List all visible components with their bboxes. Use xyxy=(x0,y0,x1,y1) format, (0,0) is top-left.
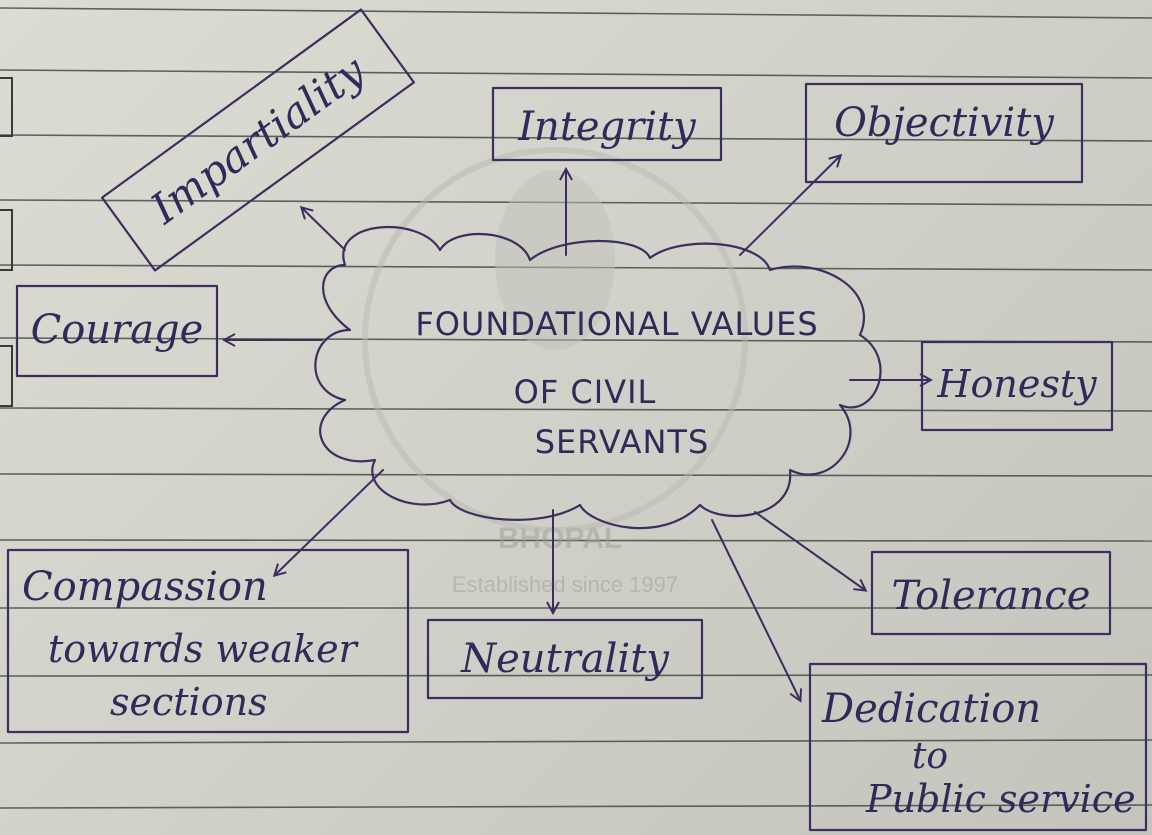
arrow-to-compassion xyxy=(275,469,384,575)
node-neutrality: Neutrality xyxy=(426,618,704,700)
watermark-established: Established since 1997 xyxy=(452,572,678,597)
honesty-label: Honesty xyxy=(936,362,1097,406)
node-impartiality: Impartiality xyxy=(101,8,415,272)
watermark-name: BHOPAL xyxy=(498,522,622,555)
tolerance-label: Tolerance xyxy=(892,573,1091,619)
central-cloud xyxy=(314,225,882,530)
node-honesty: Honesty xyxy=(920,340,1114,432)
central-topic-line-3: SERVANTS xyxy=(535,423,710,461)
node-courage: Courage xyxy=(15,284,219,378)
impartiality-label: Impartiality xyxy=(141,45,375,234)
margin-marks xyxy=(0,77,13,407)
dedication-line-1: Dedication xyxy=(821,686,1041,732)
honesty-box xyxy=(920,340,1114,432)
watermark-seal xyxy=(362,147,748,533)
neutrality-label: Neutrality xyxy=(460,636,670,682)
objectivity-box xyxy=(804,82,1084,184)
integrity-box xyxy=(491,86,723,162)
compassion-line-1: Compassion xyxy=(22,564,268,610)
node-tolerance: Tolerance xyxy=(870,550,1112,636)
node-objectivity: Objectivity xyxy=(804,82,1084,184)
dedication-line-3: Public service xyxy=(865,777,1136,821)
central-topic-line-1: FOUNDATIONAL VALUES xyxy=(415,305,818,343)
courage-label: Courage xyxy=(31,307,204,353)
node-compassion: Compassion towards weaker sections xyxy=(6,548,410,734)
integrity-label: Integrity xyxy=(517,104,697,150)
central-topic-line-2: OF CIVIL xyxy=(514,373,657,411)
watermark: BHOPAL Established since 1997 xyxy=(362,147,748,597)
neutrality-box xyxy=(426,618,704,700)
connectors xyxy=(225,156,930,700)
courage-box xyxy=(15,284,219,378)
impartiality-box xyxy=(101,8,415,272)
dedication-line-2: to xyxy=(912,736,948,777)
node-dedication: Dedication to Public service xyxy=(808,662,1148,832)
arrow-to-objectivity xyxy=(739,156,840,256)
compassion-box xyxy=(6,548,410,734)
arrow-to-tolerance xyxy=(754,511,865,590)
objectivity-label: Objectivity xyxy=(834,100,1055,146)
dedication-box xyxy=(808,662,1148,832)
compassion-line-2: towards weaker xyxy=(48,627,360,671)
arrow-to-dedication xyxy=(711,519,800,700)
central-topic: FOUNDATIONAL VALUES OF CIVIL SERVANTS xyxy=(415,305,818,461)
node-integrity: Integrity xyxy=(491,86,723,162)
compassion-line-3: sections xyxy=(110,680,268,724)
tolerance-box xyxy=(870,550,1112,636)
watermark-figure xyxy=(495,170,615,350)
arrow-to-impartiality xyxy=(302,208,346,251)
